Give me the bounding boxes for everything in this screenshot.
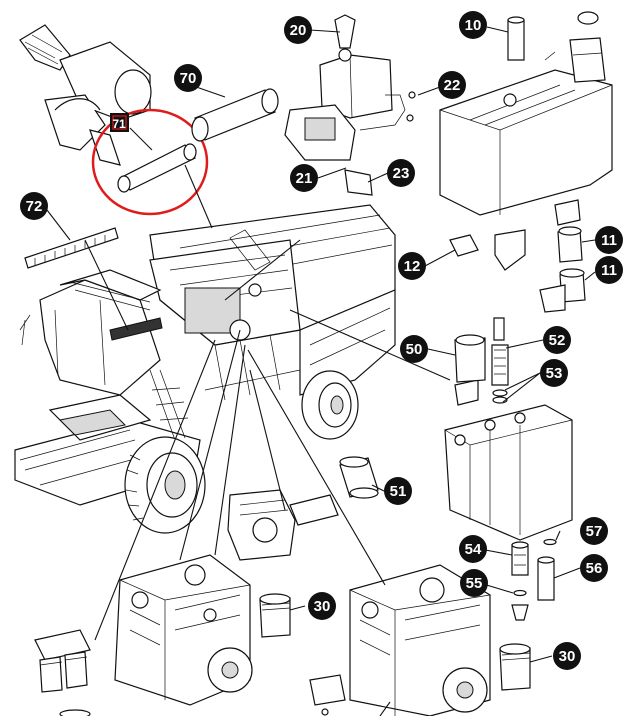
callout-30-left: 30: [308, 592, 336, 620]
callout-11-bottom: 11: [595, 256, 623, 284]
callout-30-left-label: 30: [314, 598, 331, 615]
callout-70: 70: [174, 64, 202, 92]
cab-filter-72: [24, 227, 119, 269]
callout-56-label: 56: [586, 560, 603, 577]
return-filter-parts: [511, 538, 557, 621]
callout-55-label: 55: [466, 575, 483, 592]
callout-22-label: 22: [444, 77, 461, 94]
engine-left: [114, 554, 253, 706]
callout-22: 22: [438, 71, 466, 99]
callout-11-top-label: 11: [601, 232, 617, 249]
callout-71: 71: [110, 113, 129, 132]
oil-filter-30-right: [499, 643, 531, 691]
callout-54-label: 54: [465, 541, 482, 558]
callout-51: 51: [384, 477, 412, 505]
callout-23: 23: [387, 159, 415, 187]
callout-10-label: 10: [465, 17, 482, 34]
callout-23-label: 23: [393, 165, 410, 182]
callout-10: 10: [459, 11, 487, 39]
combine-harvester: [14, 204, 396, 534]
leader-lines: [46, 26, 596, 716]
callout-12-label: 12: [404, 258, 421, 275]
hydraulic-reservoir: [444, 317, 573, 541]
fuel-tank: [439, 11, 613, 216]
callout-51-label: 51: [390, 483, 407, 500]
callout-52: 52: [543, 326, 571, 354]
misc-bottom-parts: [59, 674, 346, 716]
callout-71-label: 71: [112, 117, 126, 131]
callout-55: 55: [460, 569, 488, 597]
callout-53-label: 53: [546, 365, 563, 382]
callout-20-label: 20: [290, 22, 307, 39]
callout-20: 20: [284, 16, 312, 44]
filter-51: [339, 456, 379, 499]
callout-54: 54: [459, 535, 487, 563]
callout-70-label: 70: [180, 70, 197, 87]
hydraulic-pump: [227, 489, 339, 561]
callout-21-label: 21: [296, 170, 313, 187]
callout-56: 56: [580, 554, 608, 582]
engine-right: [349, 564, 491, 716]
oil-filter-30-left: [259, 593, 291, 638]
callout-21: 21: [290, 164, 318, 192]
air-filter-70: [191, 88, 279, 142]
callout-57-label: 57: [586, 523, 603, 540]
callout-11-top: 11: [595, 226, 623, 254]
callout-50-label: 50: [406, 341, 423, 358]
callout-72-label: 72: [26, 198, 43, 215]
fuel-filter-assembly: [449, 199, 586, 313]
callout-50: 50: [400, 335, 428, 363]
air-intake-assembly: [19, 24, 152, 166]
callout-72: 72: [20, 192, 48, 220]
callout-57: 57: [580, 517, 608, 545]
callout-11-bottom-label: 11: [601, 262, 617, 279]
callout-30-right-label: 30: [559, 648, 576, 665]
coolant-tank: [284, 14, 416, 196]
callout-12: 12: [398, 252, 426, 280]
callout-53: 53: [540, 359, 568, 387]
fuel-prefilter: [34, 629, 91, 693]
callout-30-right: 30: [553, 642, 581, 670]
filter-tube-71: [117, 143, 197, 193]
callout-52-label: 52: [549, 332, 566, 349]
highlight-ellipse: [91, 108, 209, 216]
